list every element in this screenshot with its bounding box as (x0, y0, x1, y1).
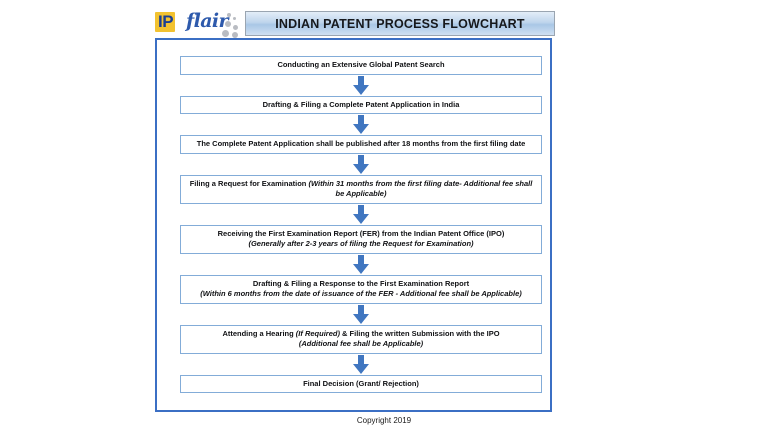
flow-node-5-line-2: (Generally after 2-3 years of filing the… (248, 239, 474, 248)
flow-arrow-5 (180, 254, 542, 275)
title-banner: INDIAN PATENT PROCESS FLOWCHART (245, 11, 555, 36)
flow-node-5-line-1: Receiving the First Examination Report (… (217, 228, 505, 238)
flow-node-8-line-1: Final Decision (Grant/ Rejection) (303, 378, 419, 388)
page-header: IP flair INDIAN PATENT PROCESS FLOWCHART (155, 8, 555, 38)
page-title: INDIAN PATENT PROCESS FLOWCHART (275, 16, 525, 31)
logo-ip-mark: IP (155, 12, 176, 32)
copyright-notice: Copyright 2019 (356, 416, 412, 425)
flow-node-6: Drafting & Filing a Response to the Firs… (180, 274, 542, 304)
flow-node-2: Drafting & Filing a Complete Patent Appl… (180, 95, 542, 114)
flow-node-7-seg-1: Attending a Hearing (222, 328, 296, 338)
flow-node-7-seg-2: (If Required) (295, 328, 340, 338)
flow-node-8: Final Decision (Grant/ Rejection) (180, 374, 542, 393)
flow-arrow-2 (180, 114, 542, 135)
flow-arrow-4 (180, 204, 542, 225)
ipflair-logo: IP flair (155, 10, 243, 38)
flow-node-6-line-1: Drafting & Filing a Response to the Firs… (252, 278, 470, 288)
flow-node-4-line-2: (Within 31 months from the first filing … (308, 178, 533, 199)
flow-node-3-line-1: The Complete Patent Application shall be… (196, 139, 526, 148)
flow-node-3: The Complete Patent Application shall be… (180, 135, 542, 154)
flow-arrow-6 (180, 304, 542, 325)
flow-arrow-3 (180, 154, 542, 175)
flowchart-frame: Conducting an Extensive Global Patent Se… (155, 38, 552, 412)
flow-node-7: Attending a Hearing (If Required) & Fili… (180, 324, 542, 354)
flow-node-2-line-1: Drafting & Filing a Complete Patent Appl… (262, 99, 460, 109)
flow-node-5: Receiving the First Examination Report (… (180, 224, 542, 254)
flowchart-column: Conducting an Extensive Global Patent Se… (180, 56, 542, 393)
flow-node-1-line-1: Conducting an Extensive Global Patent Se… (277, 60, 445, 69)
flow-arrow-7 (180, 354, 542, 375)
logo-flair-wordmark: flair (186, 10, 229, 32)
flow-node-4-line-1: Filing a Request for Examination (189, 178, 309, 188)
flow-node-6-line-2: (Within 6 months from the date of issuan… (200, 289, 522, 298)
flow-arrow-1 (180, 75, 542, 96)
flow-node-4: Filing a Request for Examination (Within… (180, 174, 542, 204)
flow-node-7-seg-3: & Filing the written Submission with the… (339, 328, 500, 338)
flow-node-1: Conducting an Extensive Global Patent Se… (180, 56, 542, 75)
flow-node-7-line-2: (Additional fee shall be Applicable) (298, 339, 424, 348)
flow-node-7-line-1: Attending a Hearing (If Required) & Fili… (187, 329, 535, 340)
